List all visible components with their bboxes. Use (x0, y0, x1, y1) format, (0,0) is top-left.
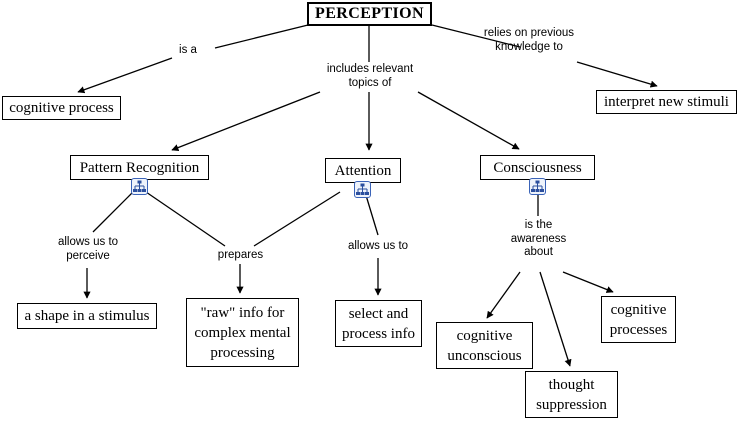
node-thought-suppression[interactable]: thought suppression (525, 371, 618, 418)
link-label-is-the-awareness-about: is the awareness about (510, 219, 567, 258)
node-raw-info-for-complex-mental-processing[interactable]: "raw" info for complex mental processing (186, 298, 299, 367)
node-cognitive-unconscious[interactable]: cognitive unconscious (436, 322, 533, 369)
node-cognitive-process[interactable]: cognitive process (2, 96, 121, 120)
node-cognitive-processes[interactable]: cognitive processes (601, 296, 676, 343)
edge-includes-to-consciousness (417, 91, 520, 150)
node-select-and-process-info[interactable]: select and process info (335, 300, 422, 347)
link-label-includes-relevant-topics-of: includes relevant topics of (326, 63, 414, 89)
node-a-shape-in-a-stimulus[interactable]: a shape in a stimulus (17, 303, 157, 329)
node-perception[interactable]: PERCEPTION (307, 2, 432, 26)
edge-relies-to-interpret (576, 61, 658, 88)
hierarchy-tree-icon-consciousness[interactable] (529, 178, 546, 195)
node-consciousness[interactable]: Consciousness (480, 155, 595, 180)
edge-is-a-to-cognitive-process (77, 57, 173, 94)
edge-root-to-is-a (214, 24, 309, 49)
node-attention[interactable]: Attention (325, 158, 401, 183)
edge-pattern-recognition-to-allows-perceive (92, 191, 134, 233)
edge-attention-to-allows-us-to (364, 191, 379, 236)
link-label-prepares: prepares (217, 249, 264, 261)
link-label-is-a: is a (179, 44, 197, 56)
node-interpret-new-stimuli[interactable]: interpret new stimuli (596, 90, 737, 114)
hierarchy-tree-icon-pattern-recognition[interactable] (131, 178, 148, 195)
edge-awareness-to-thought-suppression (539, 271, 572, 367)
edge-includes-to-pattern-recognition (171, 91, 321, 151)
edge-attention-to-prepares (253, 191, 341, 247)
edge-awareness-to-cognitive-processes (562, 271, 614, 293)
node-pattern-recognition[interactable]: Pattern Recognition (70, 155, 209, 180)
edge-pattern-recognition-to-prepares (145, 191, 226, 247)
link-label-relies-on-previous-knowledge-to: relies on previous knowledge to (483, 27, 575, 53)
link-label-allows-us-to: allows us to (347, 240, 409, 252)
edge-awareness-to-cognitive-unconscious (486, 271, 521, 319)
hierarchy-tree-icon-attention[interactable] (354, 181, 371, 198)
link-label-allows-us-to-perceive: allows us to perceive (57, 236, 119, 262)
